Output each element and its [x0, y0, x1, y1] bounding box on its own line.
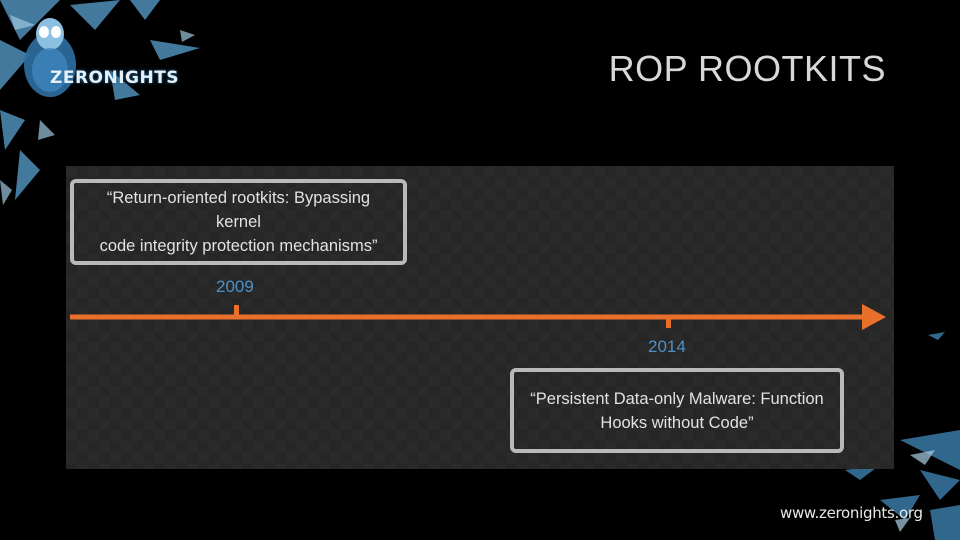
quote-box-2009: “Return-oriented rootkits: Bypassing ker…: [70, 179, 407, 265]
timeline-panel: “Return-oriented rootkits: Bypassing ker…: [66, 166, 894, 469]
quote-line: “Return-oriented rootkits: Bypassing ker…: [86, 186, 391, 234]
quote-line: code integrity protection mechanisms”: [86, 234, 391, 258]
quote-line: “Persistent Data-only Malware: Function: [530, 387, 823, 411]
year-label-2014: 2014: [648, 337, 686, 357]
tick-2009: [234, 305, 239, 315]
zeronights-logo: ZERONIGHTS: [14, 10, 164, 100]
year-label-2009: 2009: [216, 277, 254, 297]
quote-box-2014: “Persistent Data-only Malware: Function …: [510, 368, 844, 453]
website-url: www.zeronights.org: [780, 504, 923, 522]
slide-title: ROP ROOTKITS: [609, 48, 886, 90]
timeline-arrowhead: [862, 304, 886, 330]
quote-line: Hooks without Code”: [530, 411, 823, 435]
tick-2014: [666, 319, 671, 328]
logo-wordmark: ZERONIGHTS: [50, 68, 179, 88]
